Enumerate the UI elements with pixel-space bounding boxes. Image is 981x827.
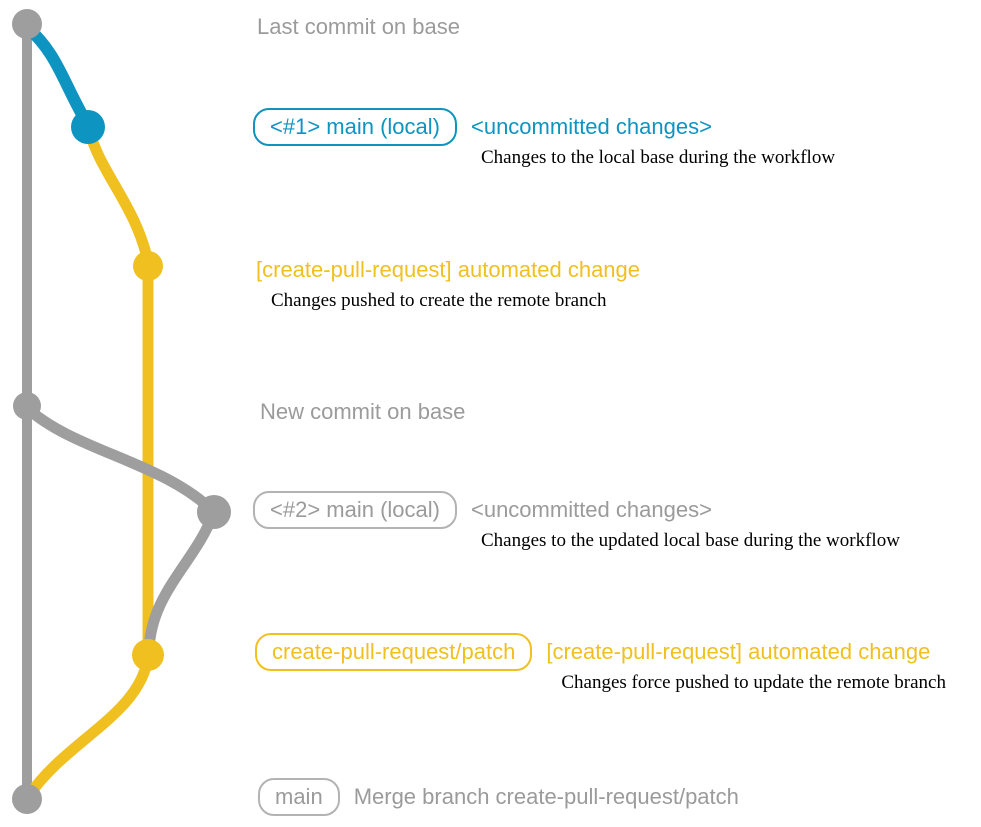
annotation-title: <uncommitted changes> xyxy=(470,497,712,522)
annotation-title: Merge branch create-pull-request/patch xyxy=(353,784,739,809)
annotation-caption: Changes pushed to create the remote bran… xyxy=(271,290,607,311)
annotation-last-commit-on-base: Last commit on base xyxy=(257,14,460,40)
branch-badge-main: main xyxy=(258,778,340,816)
annotation-merge: main Merge branch create-pull-request/pa… xyxy=(258,778,739,816)
annotation-title: [create-pull-request] automated change xyxy=(546,639,931,664)
commit-patch-2 xyxy=(132,639,164,671)
annotation-new-commit-on-base: New commit on base xyxy=(260,399,465,425)
annotation-title: Last commit on base xyxy=(257,14,460,39)
base-to-local1-edge xyxy=(21,21,94,131)
annotation-title: New commit on base xyxy=(260,399,466,424)
commit-merge xyxy=(12,784,42,814)
annotation-local-main-2: <#2> main (local) <uncommitted changes> … xyxy=(253,491,900,551)
annotation-local-main-1: <#1> main (local) <uncommitted changes> … xyxy=(253,108,835,168)
annotation-title: <uncommitted changes> xyxy=(470,114,712,139)
branch-badge-main-local-2: <#2> main (local) xyxy=(253,491,457,529)
branch-badge-patch: create-pull-request/patch xyxy=(255,633,533,671)
local2-to-patch-edge xyxy=(143,506,220,656)
commit-local-1 xyxy=(71,110,105,144)
patch-to-merge-edge xyxy=(22,651,154,803)
annotation-caption: Changes to the updated local base during… xyxy=(480,530,900,551)
annotation-caption: Changes force pushed to update the remot… xyxy=(561,672,946,693)
local1-to-patch-edge xyxy=(83,123,154,268)
annotation-patch-branch: create-pull-request/patch [create-pull-r… xyxy=(255,633,946,693)
annotation-automated-change-1: [create-pull-request] automated change C… xyxy=(256,257,640,311)
commit-last-base xyxy=(12,9,42,39)
commit-new-base xyxy=(13,392,41,420)
branch-badge-main-local-1: <#1> main (local) xyxy=(253,108,457,146)
commit-patch-1 xyxy=(133,251,163,281)
commit-local-2 xyxy=(197,495,231,529)
annotation-title: [create-pull-request] automated change xyxy=(256,257,641,282)
annotation-caption: Changes to the local base during the wor… xyxy=(480,147,836,168)
base-to-local2-edge xyxy=(21,402,220,518)
